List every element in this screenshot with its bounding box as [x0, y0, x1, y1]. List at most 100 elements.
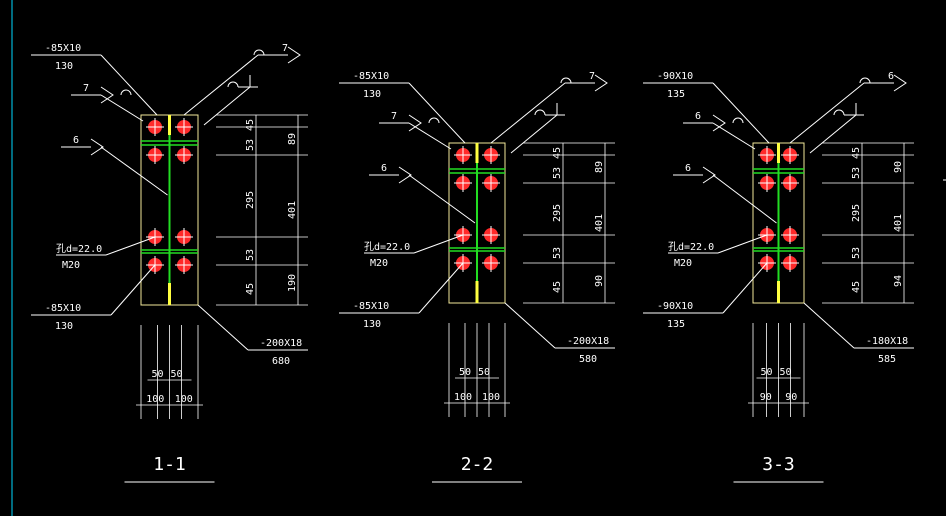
- weld-top-arc-icon: [560, 77, 572, 84]
- dim-inner-label: 45: [552, 281, 563, 293]
- weld-top-diag: [789, 82, 865, 144]
- weld-mid-label: 6: [381, 163, 387, 174]
- weld-left-diag: [100, 94, 144, 122]
- dim-half-right-label: 50: [171, 369, 183, 380]
- weld-left-arrow-icon: [100, 86, 114, 104]
- main-plate-length-label: 680: [272, 356, 290, 367]
- weld-left-arrow-icon: [408, 114, 422, 132]
- dim-inner-label: 53: [245, 249, 256, 261]
- weld-left-arc-icon: [120, 89, 132, 96]
- weld-mid-label: 6: [685, 163, 691, 174]
- section-2: -85X10130776孔d=22.0M20-85X10130-200X1858…: [339, 71, 615, 483]
- dim-half-right-label: 50: [780, 367, 792, 378]
- weld-mid-diag: [100, 146, 168, 196]
- weld-top-label: 7: [282, 43, 288, 54]
- dim-outer-label: 401: [594, 214, 605, 232]
- weld-mid-arrow-icon: [702, 166, 716, 184]
- hole-spec-leader-diag: [413, 234, 464, 254]
- dim-inner-label: 295: [245, 191, 256, 209]
- weld-mid-arrow-icon: [398, 166, 412, 184]
- section-1: -85X10130776孔d=22.0M20-85X10130-200X1868…: [31, 43, 308, 483]
- top-plate-size-label: -85X10: [353, 71, 389, 82]
- dim-outer-label: 401: [893, 214, 904, 232]
- top-plate-length-label: 135: [667, 89, 685, 100]
- weld-top-diag: [490, 82, 566, 144]
- weld-down-arc-icon: [534, 109, 546, 116]
- dim-inner-label: 53: [552, 167, 563, 179]
- top-plate-size-label: -85X10: [45, 43, 81, 54]
- bottom-plate-size-label: -90X10: [657, 301, 693, 312]
- bottom-plate-length-label: 130: [363, 319, 381, 330]
- dim-width-left-label: 100: [146, 394, 164, 405]
- bolt-spec-label: M20: [370, 258, 388, 269]
- weld-down-diag: [809, 114, 857, 154]
- dim-inner-label: 295: [552, 204, 563, 222]
- weld-left-label: 7: [83, 83, 89, 94]
- weld-mid-diag: [408, 174, 476, 224]
- dim-inner-label: 45: [245, 283, 256, 295]
- main-plate-size-label: -200X18: [260, 338, 302, 349]
- dim-inner-label: 45: [851, 147, 862, 159]
- dim-inner-label: 53: [851, 247, 862, 259]
- hole-spec-label: 孔d=22.0: [668, 241, 714, 253]
- top-plate-leader-diag: [408, 82, 466, 144]
- bolt-spec-label: M20: [674, 258, 692, 269]
- weld-left-label: 7: [391, 111, 397, 122]
- weld-mid-arrow-icon: [90, 138, 104, 156]
- weld-left-arc-icon: [428, 117, 440, 124]
- hole-spec-leader-diag: [717, 234, 768, 254]
- hole-spec-label: 孔d=22.0: [364, 241, 410, 253]
- bottom-plate-size-label: -85X10: [353, 301, 389, 312]
- weld-down-diag: [510, 114, 558, 154]
- weld-top-arrow-icon: [594, 74, 608, 92]
- bottom-plate-length-label: 130: [55, 321, 73, 332]
- weld-left-label: 6: [695, 111, 701, 122]
- weld-top-arc-icon: [859, 77, 871, 84]
- top-plate-size-label: -90X10: [657, 71, 693, 82]
- weld-left-diag: [408, 122, 452, 150]
- main-plate-leader-diag: [197, 304, 249, 351]
- top-plate-leader-diag: [712, 82, 770, 144]
- bottom-plate-size-label: -85X10: [45, 303, 81, 314]
- weld-down-arc-icon: [227, 81, 239, 88]
- dim-outer-label: 90: [594, 275, 605, 287]
- weld-top-label: 7: [589, 71, 595, 82]
- dim-inner-label: 295: [851, 204, 862, 222]
- dim-inner-label: 53: [552, 247, 563, 259]
- hole-spec-leader-diag: [105, 236, 156, 256]
- dim-width-right-label: 90: [785, 392, 797, 403]
- dim-half-left-label: 50: [459, 367, 471, 378]
- weld-top-arc-icon: [253, 49, 265, 56]
- dim-width-left-label: 90: [760, 392, 772, 403]
- section-title: 1-1: [153, 454, 186, 475]
- weld-left-arc-icon: [732, 117, 744, 124]
- section-title: 3-3: [762, 454, 795, 475]
- main-plate-length-label: 585: [878, 354, 896, 365]
- dim-inner-label: 45: [851, 281, 862, 293]
- weld-top-label: 6: [888, 71, 894, 82]
- main-plate-leader-diag: [504, 302, 556, 349]
- dim-half-right-label: 50: [478, 367, 490, 378]
- hole-spec-label: 孔d=22.0: [56, 243, 102, 255]
- bottom-plate-length-label: 135: [667, 319, 685, 330]
- dim-inner-label: 45: [552, 147, 563, 159]
- dim-width-right-label: 100: [482, 392, 500, 403]
- top-plate-length-label: 130: [363, 89, 381, 100]
- bolt-spec-label: M20: [62, 260, 80, 271]
- dim-half-left-label: 50: [760, 367, 772, 378]
- dim-inner-label: 53: [245, 139, 256, 151]
- top-plate-leader-diag: [100, 54, 158, 116]
- main-plate-leader-diag: [803, 302, 855, 349]
- weld-left-arrow-icon: [712, 114, 726, 132]
- section-title: 2-2: [461, 454, 494, 475]
- dim-outer-label: 190: [287, 274, 298, 292]
- dim-outer-label: 94: [893, 275, 904, 287]
- main-plate-size-label: -180X18: [866, 336, 908, 347]
- weld-mid-diag: [712, 174, 777, 224]
- bottom-plate-leader-diag: [110, 264, 156, 316]
- weld-left-diag: [712, 122, 756, 150]
- weld-down-diag: [203, 86, 251, 126]
